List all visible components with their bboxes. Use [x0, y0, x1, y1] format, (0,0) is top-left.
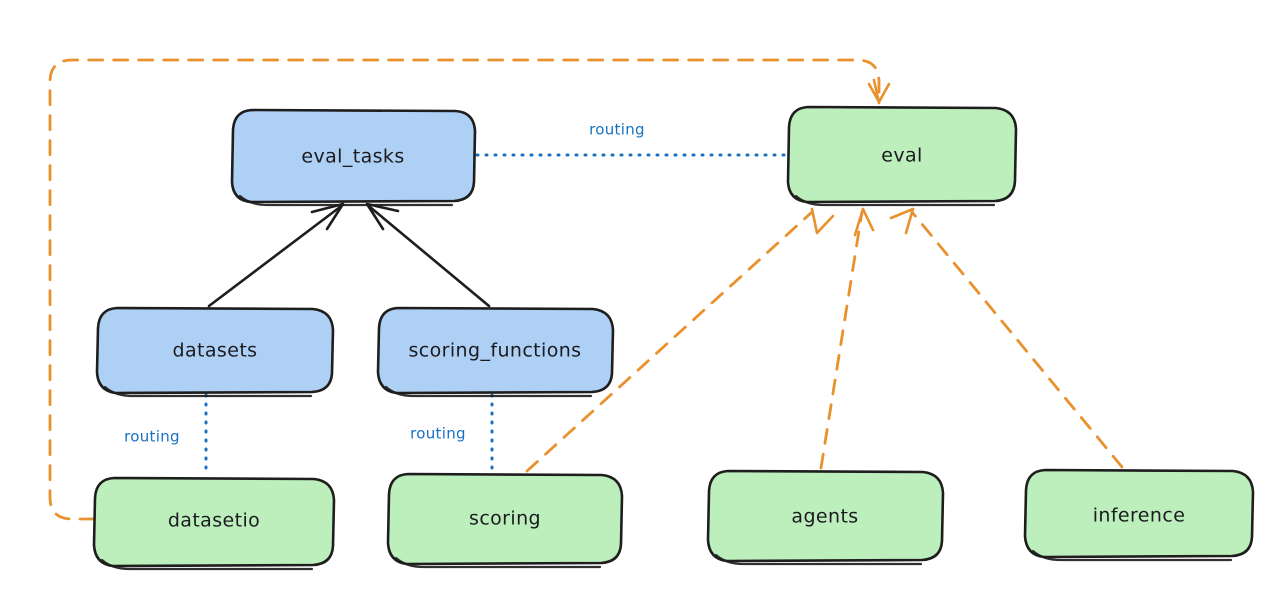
- edge-datasetio-eval-path: [48, 58, 881, 521]
- node-inference-label: inference: [1093, 505, 1186, 527]
- edge-scoringfn-eval_tasks: [365, 202, 491, 308]
- edge-datasetio-eval: [48, 58, 891, 521]
- edge-datasets-eval_tasks: [207, 202, 345, 308]
- node-scoring-shadow: [394, 556, 602, 569]
- node-agents-shape[interactable]: [706, 469, 945, 563]
- node-eval-shadow: [794, 194, 996, 207]
- edge-scoring-eval-path: [525, 210, 814, 473]
- edge-inference-eval-arrowhead: [889, 207, 915, 235]
- edge-scoring-eval-arrowhead: [810, 207, 835, 235]
- node-eval-tasks-label: eval_tasks: [301, 146, 404, 168]
- node-datasets-shadow: [103, 385, 313, 398]
- edge-inference-eval: [889, 207, 1124, 469]
- node-inference[interactable]: inference: [1023, 468, 1255, 562]
- node-scoring-shape[interactable]: [386, 472, 624, 566]
- node-eval[interactable]: eval: [786, 105, 1018, 207]
- edge-agents-eval-path: [819, 210, 864, 470]
- node-scoring-functions-shape[interactable]: [376, 306, 615, 395]
- edge-datasetio-eval-arrow-stem: [872, 78, 881, 105]
- edge-inference-eval-path: [910, 210, 1124, 469]
- node-agents-label: agents: [791, 506, 858, 528]
- node-inference-shadow: [1031, 549, 1233, 562]
- node-datasets[interactable]: datasets: [95, 306, 335, 398]
- edge-agents-eval-arrowhead: [853, 207, 875, 237]
- edge-scoring-eval: [525, 207, 835, 473]
- edge-datasets-datasetio: routing: [124, 393, 208, 478]
- node-scoring-functions-shadow: [384, 385, 593, 398]
- node-eval-shape[interactable]: [786, 105, 1018, 204]
- node-scoring-functions[interactable]: scoring_functions: [376, 306, 615, 398]
- node-datasetio-shadow: [100, 558, 314, 571]
- node-eval-tasks-shape[interactable]: [230, 108, 477, 204]
- node-inference-shape[interactable]: [1023, 468, 1255, 559]
- node-agents[interactable]: agents: [706, 469, 945, 566]
- node-scoring[interactable]: scoring: [386, 472, 624, 569]
- edge-label-routing-eval: routing: [589, 121, 645, 139]
- node-scoring-label: scoring: [469, 508, 541, 530]
- node-eval-tasks-shadow: [238, 194, 454, 207]
- node-eval-tasks[interactable]: eval_tasks: [230, 108, 477, 207]
- node-datasetio[interactable]: datasetio: [92, 476, 336, 571]
- edge-label-routing-scoring: routing: [410, 425, 466, 443]
- node-datasets-label: datasets: [173, 340, 258, 362]
- edge-eval_tasks-eval: routing: [475, 121, 788, 157]
- edge-scoringfn-eval_tasks-path: [368, 205, 491, 308]
- node-scoring-functions-label: scoring_functions: [409, 340, 582, 362]
- edge-agents-eval: [819, 207, 875, 470]
- node-eval-label: eval: [881, 145, 922, 167]
- edge-datasets-eval_tasks-path: [207, 205, 342, 308]
- node-datasetio-shape[interactable]: [92, 476, 336, 568]
- node-datasets-shape[interactable]: [95, 306, 335, 395]
- node-datasetio-label: datasetio: [168, 510, 260, 532]
- node-agents-shadow: [714, 553, 923, 566]
- edge-label-routing-datasetio: routing: [124, 428, 180, 446]
- edge-scoringfn-scoring: routing: [410, 393, 494, 474]
